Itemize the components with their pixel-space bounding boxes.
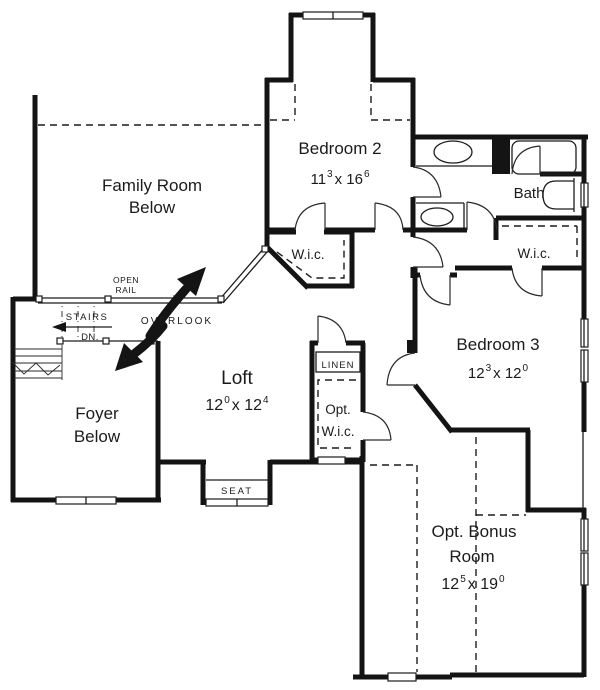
- bedroom3-window-1: [580, 318, 589, 348]
- bonus-window-1: [580, 518, 589, 552]
- bath-window: [580, 182, 589, 208]
- door-hall-lower: [412, 236, 444, 268]
- wall-pier: [407, 340, 417, 353]
- walls-wic-bedroom2: [264, 228, 355, 290]
- bedroom3-label: Bedroom 3: [456, 335, 539, 354]
- door-linen: [317, 315, 347, 344]
- wic-bedroom3-label: W.i.c.: [518, 246, 551, 261]
- door-hall-bath: [412, 166, 442, 198]
- door-bath-vestibule: [466, 201, 498, 231]
- toilet: [542, 178, 575, 212]
- door-bedroom3-corridor: [386, 352, 416, 386]
- opt-wic-label: Opt.: [325, 402, 351, 417]
- overlook-rail-diagonal: [219, 247, 268, 304]
- door-bedroom3: [419, 274, 451, 306]
- overlook-arrow-up-head: [177, 267, 206, 296]
- opt-wic-shelf-dash: [317, 379, 356, 449]
- door-opt-wic: [362, 411, 392, 441]
- door-bedroom2-wic: [294, 202, 326, 231]
- bedroom2-bay-dash: [270, 84, 410, 121]
- wic-bedroom2-label: W.i.c.: [292, 247, 325, 262]
- bath-label: Bath: [514, 185, 545, 202]
- svg-text:RAIL: RAIL: [116, 285, 137, 295]
- bedroom2-label: Bedroom 2: [298, 139, 381, 158]
- bonus-room-label: Opt. Bonus: [431, 522, 516, 541]
- door-bedroom2-hall: [374, 202, 404, 231]
- walls-bedroom3: [407, 267, 587, 677]
- stair-break-line: [11, 361, 61, 376]
- seat-window: [205, 498, 269, 507]
- overlook-label: OVERLOOK: [141, 316, 213, 327]
- open-rail: [35, 245, 269, 304]
- bath-fixtures: [416, 137, 577, 228]
- down-label: DN.: [81, 332, 99, 343]
- bonus-bottom-window: [387, 672, 417, 682]
- dashed-lines: [38, 84, 578, 672]
- wic-bedroom3-shelf-dash: [502, 225, 578, 262]
- door-tub-toilet: [511, 145, 541, 175]
- loft-label: Loft: [221, 368, 253, 389]
- bathtub: [511, 140, 577, 175]
- wall-pier-bath: [492, 137, 510, 174]
- foyer-window: [55, 496, 117, 505]
- linen-label: LINEN: [322, 360, 355, 371]
- overlook-arrow-down-head: [115, 343, 143, 371]
- svg-text:W.i.c.: W.i.c.: [322, 424, 355, 439]
- overlook-arrow-down-shaft: [129, 321, 168, 359]
- doors: [294, 145, 543, 441]
- bonus-window-2: [580, 552, 589, 586]
- bay-window: [302, 11, 364, 20]
- family-room-label: Family Room: [102, 176, 202, 195]
- sink-1: [433, 140, 473, 164]
- walls-exterior-left: [10, 95, 364, 505]
- vanity-counter-2: [416, 202, 465, 228]
- svg-text:Below: Below: [129, 198, 176, 217]
- loft-bonus-window: [317, 456, 346, 465]
- bonus-room-roof-dash: [370, 437, 526, 672]
- bedroom3-window-2: [580, 349, 589, 383]
- door-wic-bedroom3: [511, 267, 543, 297]
- stairs-label: STAIRS: [66, 312, 109, 323]
- svg-text:Room: Room: [449, 547, 494, 566]
- stairs-arrow-head: [52, 322, 66, 332]
- linen-closet: [315, 351, 361, 373]
- overlook-arrows: [115, 267, 206, 371]
- foyer-label: Foyer: [75, 404, 119, 423]
- walls-bedroom2-wing: [264, 12, 416, 248]
- svg-text:Below: Below: [74, 427, 121, 446]
- seat-label: SEAT: [221, 486, 253, 497]
- sink-2: [420, 207, 454, 227]
- open-rail-label: OPEN: [113, 275, 139, 285]
- windows: [55, 11, 589, 682]
- stairs: [11, 306, 112, 380]
